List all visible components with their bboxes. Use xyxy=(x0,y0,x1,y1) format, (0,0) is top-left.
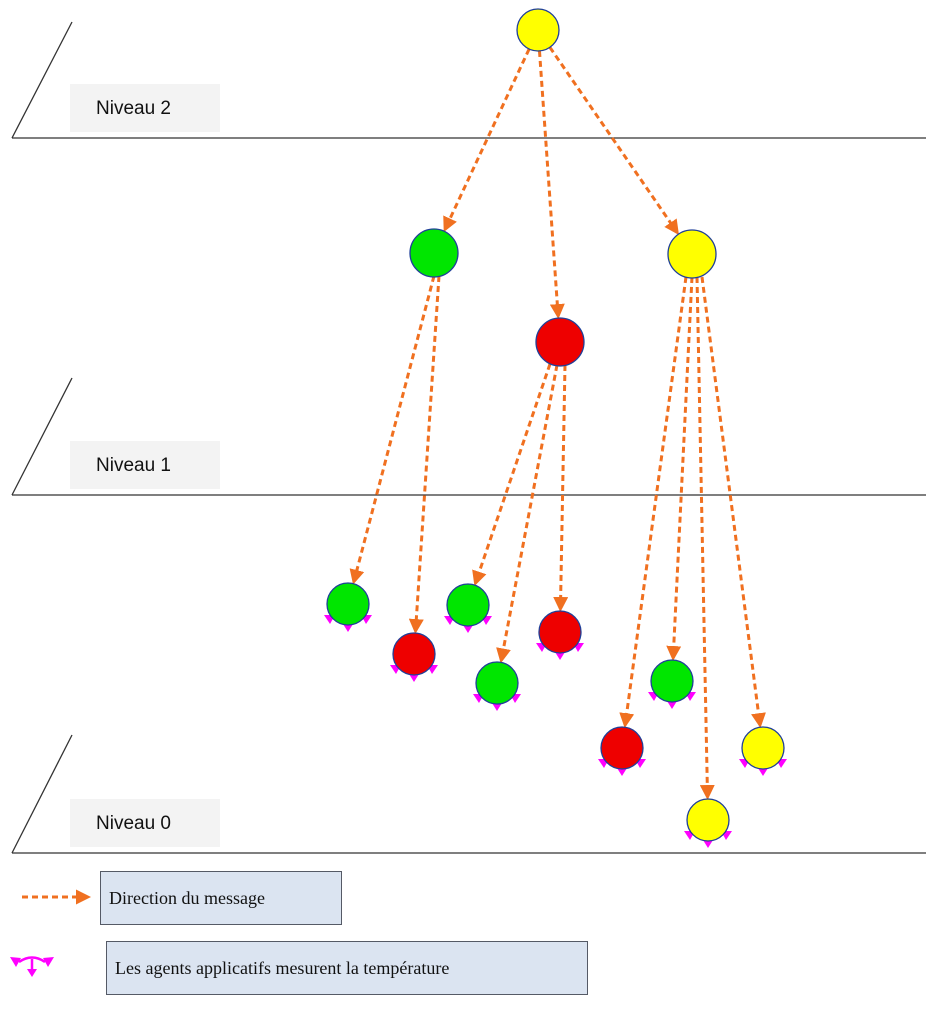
message-arrow xyxy=(496,364,559,664)
level-label: Niveau 2 xyxy=(96,98,171,119)
message-arrow xyxy=(619,276,688,729)
message-arrow xyxy=(349,275,436,585)
level-plane-0: Niveau 0 xyxy=(11,734,926,854)
level-edge xyxy=(11,21,73,139)
legend-temperature-measure: Les agents applicatifs mesurent la tempé… xyxy=(106,941,588,995)
message-arrow xyxy=(666,276,694,662)
level-label: Niveau 1 xyxy=(96,455,171,476)
agent-nodes xyxy=(326,8,785,842)
message-arrows xyxy=(349,46,766,801)
agent-node-green xyxy=(475,661,519,705)
message-arrow xyxy=(537,50,565,320)
agent-node-red xyxy=(600,726,644,770)
agent-node-green xyxy=(446,583,490,627)
level-label-bg xyxy=(70,441,220,489)
message-arrow xyxy=(695,276,715,801)
level-plane-2: Niveau 2 xyxy=(11,21,926,139)
agent-node-yellow xyxy=(667,229,717,279)
agent-node-red xyxy=(392,632,436,676)
message-arrow xyxy=(472,363,552,587)
level-label-bg xyxy=(70,799,220,847)
level-edge xyxy=(11,377,73,496)
agent-node-yellow xyxy=(741,726,785,770)
level-plane-1: Niveau 1 xyxy=(11,377,926,496)
agent-node-yellow xyxy=(516,8,560,52)
legend-message-direction: Direction du message xyxy=(100,871,342,925)
level-label: Niveau 0 xyxy=(96,813,171,834)
agent-node-green xyxy=(409,228,459,278)
agent-node-red xyxy=(538,610,582,654)
legend-sensor-icon xyxy=(10,956,54,977)
agent-node-red xyxy=(535,317,585,367)
level-edge xyxy=(11,734,73,854)
message-arrow xyxy=(700,276,766,729)
message-arrow xyxy=(443,48,531,233)
agent-node-yellow xyxy=(686,798,730,842)
agent-node-green xyxy=(650,659,694,703)
level-label-bg xyxy=(70,84,220,132)
message-arrow xyxy=(553,364,569,613)
agent-node-green xyxy=(326,582,370,626)
message-arrow xyxy=(548,46,679,236)
